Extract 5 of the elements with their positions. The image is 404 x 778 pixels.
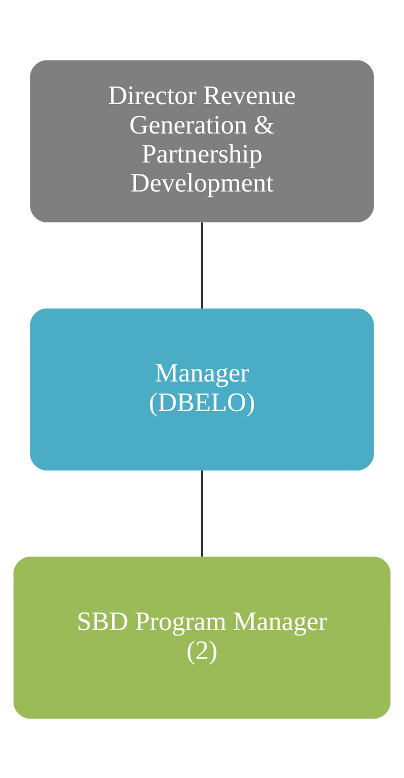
node-box: SBD Program Manager (2) <box>14 556 390 718</box>
node-box: Manager (DBELO) <box>30 308 374 470</box>
connector <box>201 222 203 308</box>
connector <box>201 470 203 556</box>
node-box: Director Revenue Generation & Partnership Development <box>30 60 374 222</box>
